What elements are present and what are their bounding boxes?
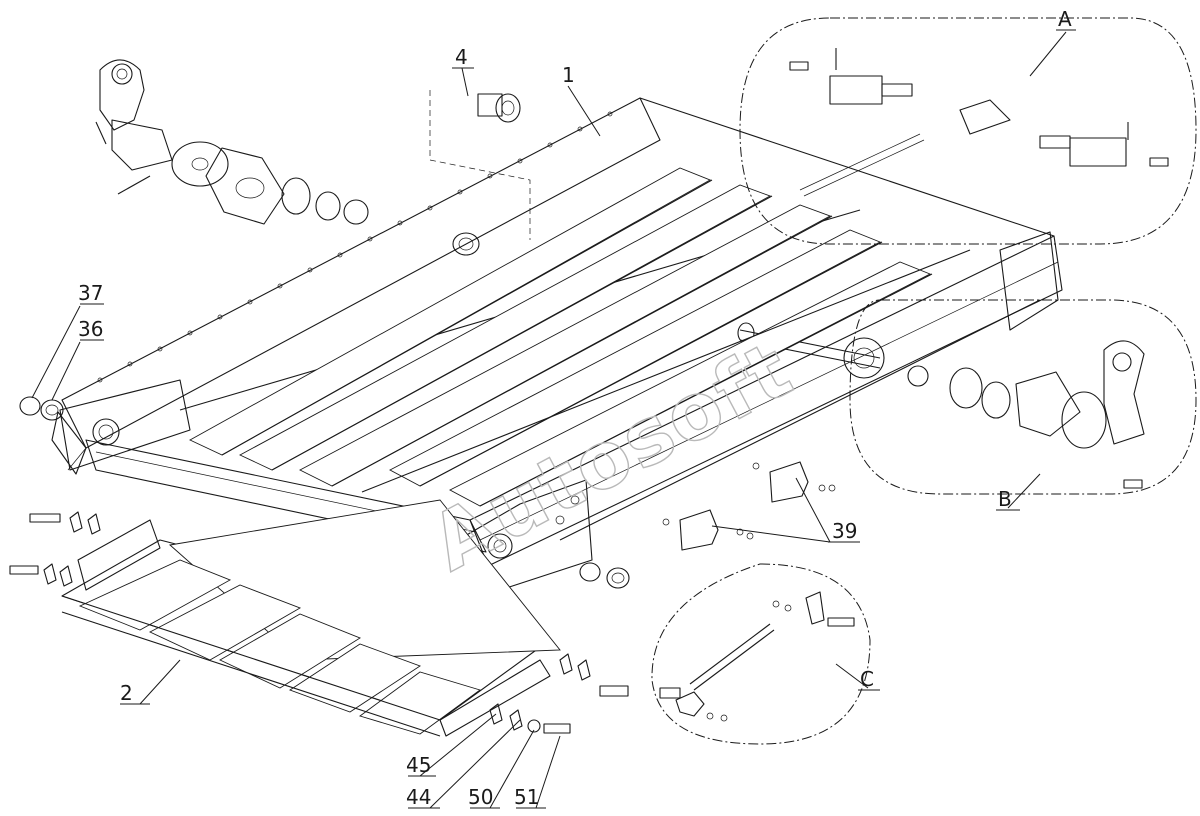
label-part-2: 2: [120, 681, 133, 705]
detail-view-b: [849, 299, 1197, 495]
label-part-4: 4: [455, 45, 468, 69]
side-wall-bolts: [97, 111, 613, 383]
detail-view-a: [739, 17, 1197, 245]
label-view-b: B: [998, 487, 1012, 511]
brackets-part-39: [662, 461, 836, 551]
label-part-51: 51: [514, 785, 539, 809]
detail-view-c: [651, 563, 871, 745]
label-part-1: 1: [562, 63, 575, 87]
label-part-50: 50: [468, 785, 493, 809]
lower-sieve: [61, 499, 561, 737]
label-view-a: A: [1058, 7, 1072, 31]
label-part-37: 37: [78, 281, 103, 305]
label-part-45: 45: [406, 753, 431, 777]
upper-sieve-panels: [189, 167, 971, 507]
label-view-c: C: [860, 667, 874, 691]
label-part-44: 44: [406, 785, 431, 809]
bushing-part-4: [429, 90, 531, 240]
lower-fasteners: [9, 511, 629, 734]
label-part-36: 36: [78, 317, 103, 341]
label-part-39: 39: [832, 519, 857, 543]
left-drive-assembly: [95, 59, 369, 225]
leader-lines: [31, 29, 1076, 809]
